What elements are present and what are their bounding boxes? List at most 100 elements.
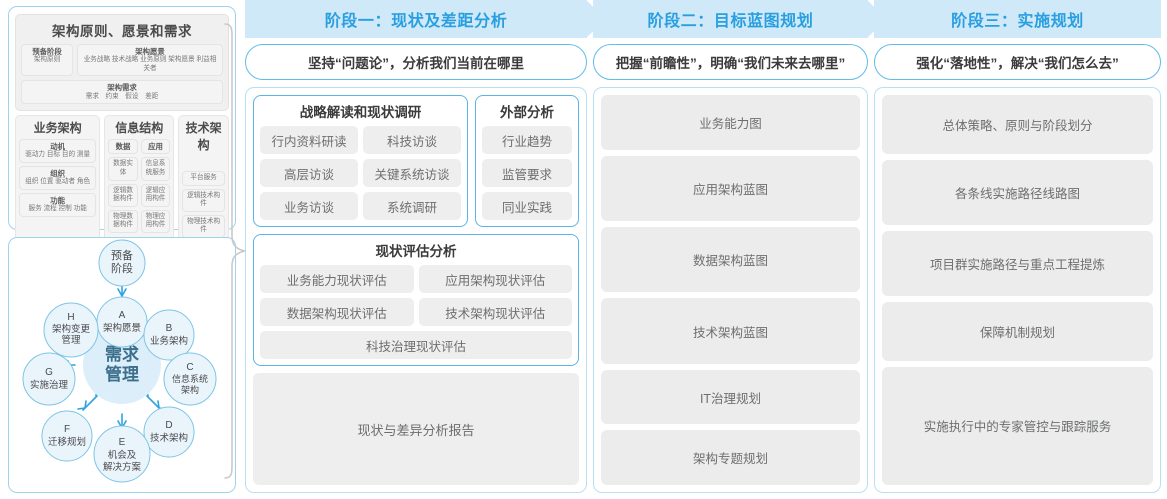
strategy-item[interactable]: 系统调研 <box>363 192 461 220</box>
svg-text:E: E <box>119 437 126 448</box>
togaf-requirements-cell: 架构需求 需求 约束 假设 差距 <box>21 80 223 105</box>
phase-2-item[interactable]: 数据架构蓝图 <box>601 227 860 293</box>
phase-2-header-label: 阶段二：目标蓝图规划 <box>647 13 814 30</box>
assessment-item[interactable]: 应用架构现状评估 <box>418 265 572 293</box>
togaf-technology-architecture-col: 技术架构 平台服务 逻辑技术构件 物理技术构件 <box>178 115 229 242</box>
strategy-research-box: 战略解读和现状调研 行内资料研读 科技访谈 高层访谈 关键系统访谈 业务访谈 系… <box>253 95 468 227</box>
business-architecture-title: 业务架构 <box>33 121 82 136</box>
phase-2-header[interactable]: 阶段二：目标蓝图规划 <box>593 0 887 38</box>
strategy-research-grid: 行内资料研读 科技访谈 高层访谈 关键系统访谈 业务访谈 系统调研 <box>260 126 461 220</box>
phase-2-item[interactable]: 应用架构蓝图 <box>601 155 860 221</box>
phase-2-subtitle-label: 把握“前瞻性”，明确“我们未来去哪里” <box>615 56 846 71</box>
svg-text:阶段: 阶段 <box>111 261 133 275</box>
phase-2-item[interactable]: 业务能力图 <box>601 95 860 150</box>
adm-center-line2: 管理 <box>105 364 139 384</box>
togaf-title: 架构原则、愿景和需求 <box>52 24 192 39</box>
togaf-vision-head: 架构愿景 <box>135 47 165 56</box>
adm-node-c <box>163 352 217 406</box>
phase-3-item[interactable]: 实施执行中的专家管控与跟踪服务 <box>882 366 1153 485</box>
svg-text:D: D <box>165 420 172 431</box>
phase-2-subtitle: 把握“前瞻性”，明确“我们未来去哪里” <box>593 44 868 80</box>
information-structure-title: 信息结构 <box>115 121 164 136</box>
phase-3-stack: 总体策略、原则与阶段划分 各条线实施路径线路图 项目群实施路径与重点工程提炼 保… <box>882 95 1153 485</box>
adm-node-e <box>93 425 151 483</box>
phase-3-header[interactable]: 阶段三：实施规划 <box>874 0 1161 38</box>
phase-1-body: 战略解读和现状调研 行内资料研读 科技访谈 高层访谈 关键系统访谈 业务访谈 系… <box>245 87 587 493</box>
phase-3-column: 阶段三：实施规划 强化“落地性”，解决“我们怎么去” 总体策略、原则与阶段划分 … <box>874 0 1161 493</box>
svg-text:信息系统: 信息系统 <box>172 373 208 384</box>
assessment-item[interactable]: 数据架构现状评估 <box>260 298 414 326</box>
assessment-grid: 业务能力现状评估 应用架构现状评估 数据架构现状评估 技术架构现状评估 <box>260 265 572 326</box>
phase-3-body: 总体策略、原则与阶段划分 各条线实施路径线路图 项目群实施路径与重点工程提炼 保… <box>874 87 1161 493</box>
phase-1-top-row: 战略解读和现状调研 行内资料研读 科技访谈 高层访谈 关键系统访谈 业务访谈 系… <box>253 95 579 227</box>
ba-item-1: 组织 组织 位置 驱动者 角色 <box>19 166 97 190</box>
assessment-item[interactable]: 业务能力现状评估 <box>260 265 414 293</box>
adm-node-b <box>143 309 195 361</box>
ba-item-0: 动机 驱动力 目标 目的 测量 <box>19 139 97 163</box>
svg-text:技术架构: 技术架构 <box>150 432 188 444</box>
adm-node-g <box>22 352 76 406</box>
svg-text:架构: 架构 <box>181 384 199 395</box>
strategy-item[interactable]: 行内资料研读 <box>260 126 358 154</box>
svg-text:实施治理: 实施治理 <box>30 379 69 391</box>
chevron-right-icon <box>586 0 606 38</box>
phase-1-subtitle-label: 坚持“问题论”，分析我们当前在哪里 <box>308 56 524 71</box>
svg-text:业务架构: 业务架构 <box>150 335 188 347</box>
phase-1-header[interactable]: 阶段一：现状及差距分析 <box>245 0 606 38</box>
svg-text:G: G <box>45 367 53 378</box>
phase-2-item[interactable]: IT治理规划 <box>601 369 860 425</box>
phase-3-item[interactable]: 保障机制规划 <box>882 301 1153 361</box>
external-item[interactable]: 同业实践 <box>482 192 572 220</box>
togaf-requirements-head: 架构需求 <box>107 83 137 93</box>
togaf-content-framework-panel: 架构原则、愿景和需求 预备阶段 架构原则 架构愿景 业务战略 技术战略 业务原则… <box>8 6 236 280</box>
phase-1-column: 阶段一：现状及差距分析 坚持“问题论”，分析我们当前在哪里 战略解读和现状调研 … <box>245 0 606 493</box>
left-reference-column: 架构原则、愿景和需求 预备阶段 架构原则 架构愿景 业务战略 技术战略 业务原则… <box>8 6 236 493</box>
svg-text:F: F <box>64 424 70 435</box>
phase-2-stack: 业务能力图 应用架构蓝图 数据架构蓝图 技术架构蓝图 IT治理规划 架构专题规划 <box>601 95 860 485</box>
adm-node-a <box>96 296 148 348</box>
togaf-top-group: 架构原则、愿景和需求 预备阶段 架构原则 架构愿景 业务战略 技术战略 业务原则… <box>15 14 229 112</box>
svg-text:B: B <box>166 323 173 334</box>
svg-text:解决方案: 解决方案 <box>103 461 142 473</box>
togaf-vision-sub: 业务战略 技术战略 业务原则 架构愿景 利益相关者 <box>83 56 217 72</box>
phase-3-item[interactable]: 各条线实施路径线路图 <box>882 160 1153 225</box>
strategy-item[interactable]: 关键系统访谈 <box>363 159 461 187</box>
phase-3-item[interactable]: 总体策略、原则与阶段划分 <box>882 95 1153 155</box>
phase-3-header-label: 阶段三：实施规划 <box>951 13 1084 30</box>
external-analysis-box: 外部分析 行业趋势 监管要求 同业实践 <box>475 95 579 227</box>
chevron-right-icon <box>867 0 887 38</box>
adm-node-prelim <box>98 239 146 287</box>
svg-text:预备: 预备 <box>111 248 133 262</box>
svg-text:机会及: 机会及 <box>108 449 137 461</box>
strategy-item[interactable]: 科技访谈 <box>363 126 461 154</box>
togaf-vision-cell: 架构愿景 业务战略 技术战略 业务原则 架构愿景 利益相关者 <box>77 44 223 77</box>
phase-3-item[interactable]: 项目群实施路径与重点工程提炼 <box>882 230 1153 296</box>
togaf-requirements-sub: 需求 约束 假设 差距 <box>85 92 159 100</box>
phase-2-item[interactable]: 架构专题规划 <box>601 430 860 485</box>
adm-node-h <box>43 302 99 358</box>
external-item[interactable]: 行业趋势 <box>482 126 572 154</box>
is-app-col: 应用 信息系统服务 逻辑应用构件 物理应用构件 <box>140 139 171 233</box>
svg-text:迁移规划: 迁移规划 <box>48 436 86 448</box>
assessment-item[interactable]: 技术架构现状评估 <box>418 298 572 326</box>
phase-1-report-card[interactable]: 现状与差异分析报告 <box>253 373 579 485</box>
togaf-prelim-vision-row: 预备阶段 架构原则 架构愿景 业务战略 技术战略 业务原则 架构愿景 利益相关者 <box>21 44 223 77</box>
adm-center-line1: 需求 <box>105 344 139 364</box>
external-item[interactable]: 监管要求 <box>482 159 572 187</box>
togaf-prelim-head: 预备阶段 <box>32 47 62 56</box>
phase-3-subtitle-label: 强化“落地性”，解决“我们怎么去” <box>916 56 1119 71</box>
phase-2-item[interactable]: 技术架构蓝图 <box>601 298 860 364</box>
strategy-item[interactable]: 高层访谈 <box>260 159 358 187</box>
svg-text:管理: 管理 <box>61 334 81 346</box>
assessment-item-full[interactable]: 科技治理现状评估 <box>260 331 572 359</box>
assessment-title: 现状评估分析 <box>375 244 457 259</box>
external-analysis-title: 外部分析 <box>500 105 554 120</box>
strategy-item[interactable]: 业务访谈 <box>260 192 358 220</box>
ba-item-2: 功能 服务 流程 控制 功能 <box>19 192 97 217</box>
adm-node-d <box>143 406 195 458</box>
togaf-adm-cycle-panel: 需求 管理 预备 阶段 A 架构愿景 B 业务架构 C 信息系统 架构 D 技术… <box>8 237 236 493</box>
adm-cycle-diagram: 需求 管理 预备 阶段 A 架构愿景 B 业务架构 C 信息系统 架构 D 技术… <box>22 239 217 483</box>
technology-architecture-title: 技术架构 <box>185 121 222 153</box>
strategy-research-title: 战略解读和现状调研 <box>299 105 422 120</box>
togaf-information-structure-col: 信息结构 数据 数据实体 逻辑数据构件 物理数据构件 应用 信息系统服务 逻辑应… <box>104 115 175 242</box>
